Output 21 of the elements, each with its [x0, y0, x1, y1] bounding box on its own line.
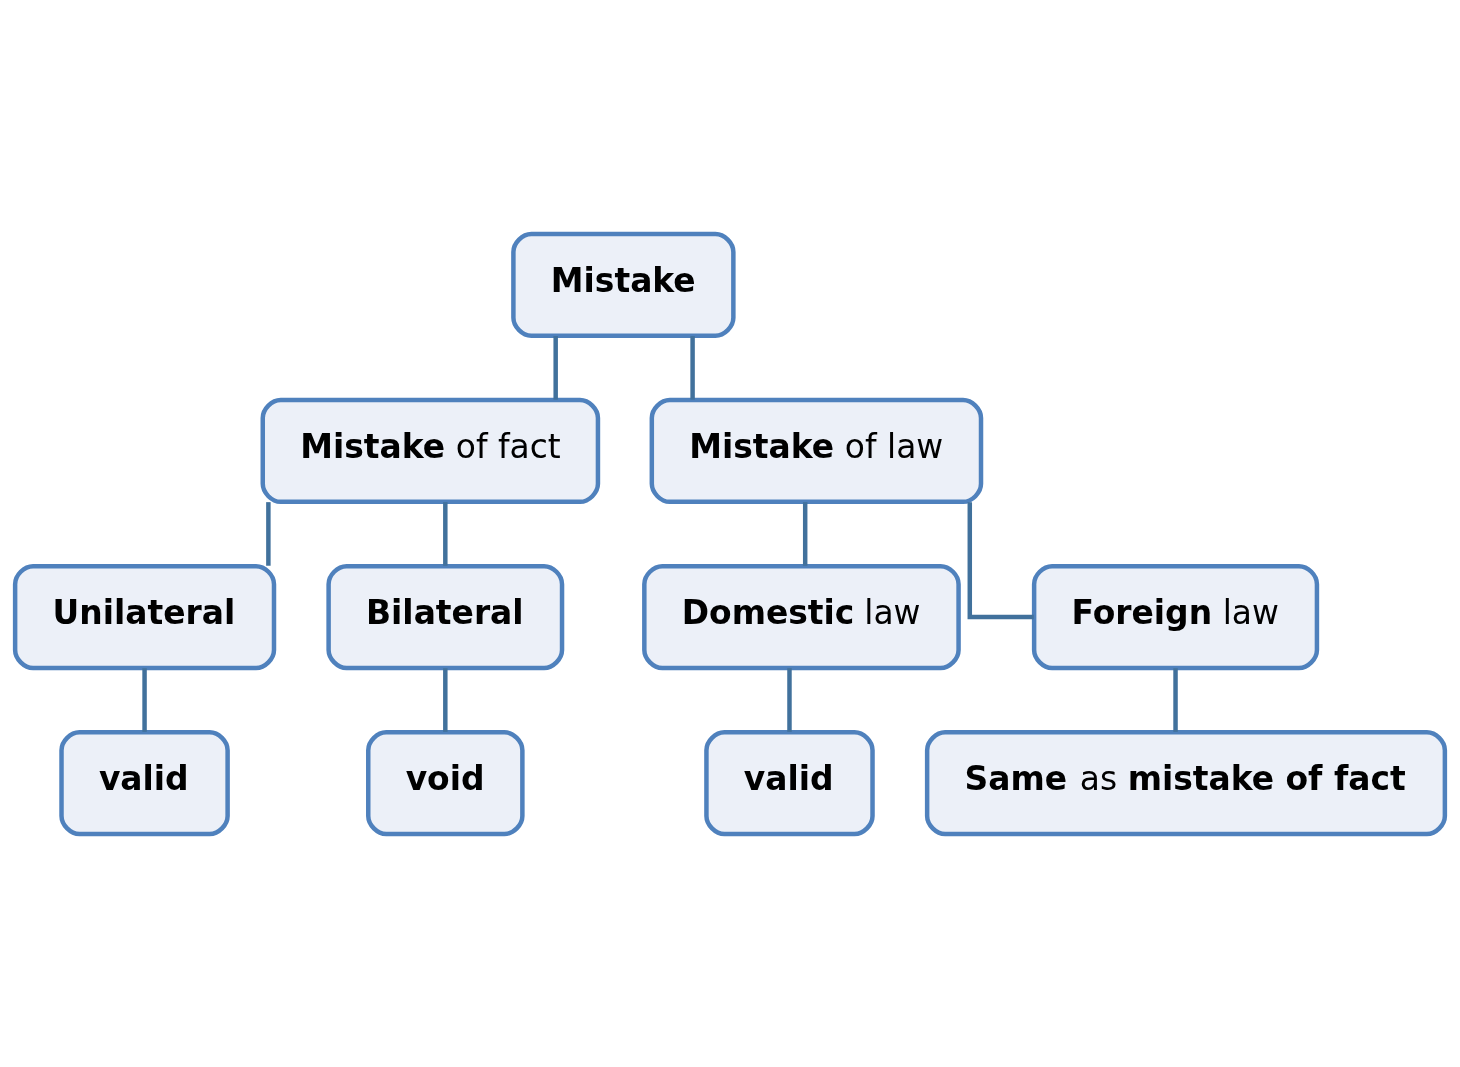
connector: [443, 667, 448, 732]
node-box: Same as mistake of fact: [924, 729, 1448, 836]
connector: [787, 667, 792, 732]
connector: [1173, 667, 1178, 732]
node-box: Unilateral: [12, 563, 277, 670]
node-box: Mistake of law: [649, 397, 984, 504]
connector: [142, 667, 147, 732]
connector: [266, 501, 271, 566]
node-box: Mistake of fact: [260, 397, 601, 504]
connector: [802, 501, 808, 566]
connector: [967, 501, 1034, 619]
connector: [690, 335, 695, 400]
node-box: Foreign law: [1031, 563, 1320, 670]
node-box: Domestic law: [642, 563, 961, 670]
connector: [443, 501, 448, 566]
node-box: Bilateral: [326, 563, 565, 670]
node-box: void: [366, 729, 525, 836]
node-box: valid: [704, 729, 875, 836]
node-box: Mistake: [511, 231, 736, 338]
connector: [553, 335, 558, 400]
node-box: valid: [59, 729, 230, 836]
